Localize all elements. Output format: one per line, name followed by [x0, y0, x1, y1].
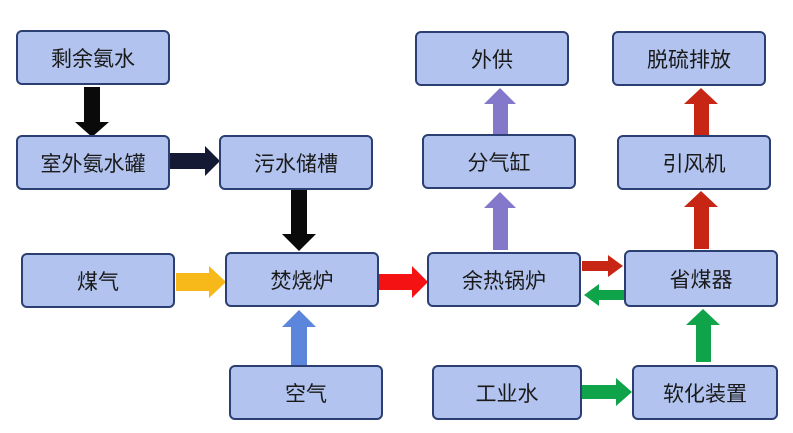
arrow-shengmei-to-yinfeng	[684, 191, 718, 249]
node-ruanhua-zhuangzhi: 软化装置	[632, 365, 778, 420]
arrow-yure-to-shengmei	[582, 255, 623, 277]
arrow-fenshao-to-yure	[378, 266, 428, 298]
arrow-shengyu-to-shiwai	[75, 87, 109, 137]
arrow-shengmei-to-yure	[584, 284, 625, 306]
arrow-kongqi-to-fenshao	[282, 310, 316, 366]
node-tuoliu-paifang: 脱硫排放	[612, 31, 766, 86]
arrow-gongye-to-ruanhua	[581, 378, 632, 406]
arrow-shiwai-to-wushui	[170, 146, 220, 176]
arrow-fenqi-to-waigong	[484, 88, 516, 135]
arrow-ruanhua-to-shengmei	[686, 309, 720, 362]
node-shengmeiqi: 省煤器	[624, 250, 778, 307]
node-yure-guolu: 余热锅炉	[427, 252, 581, 307]
arrow-meiqi-to-fenshao	[176, 266, 226, 298]
node-fenshaolu: 焚烧炉	[225, 252, 379, 307]
arrow-yinfeng-to-tuoliu	[684, 88, 718, 136]
node-shengyu-anshui: 剩余氨水	[16, 30, 170, 85]
node-gongyeshui: 工业水	[432, 365, 582, 420]
arrow-wushui-to-fenshao	[282, 190, 316, 251]
node-waigong: 外供	[415, 31, 569, 86]
node-wushui-chucao: 污水储槽	[219, 135, 373, 190]
node-kongqi: 空气	[229, 365, 383, 420]
arrow-yure-to-fenqi	[484, 192, 516, 250]
node-shiwai-anshui-guan: 室外氨水罐	[16, 135, 170, 190]
node-yinfengji: 引风机	[617, 135, 771, 190]
node-meiqi: 煤气	[21, 253, 175, 308]
node-fenqigang: 分气缸	[422, 134, 576, 189]
